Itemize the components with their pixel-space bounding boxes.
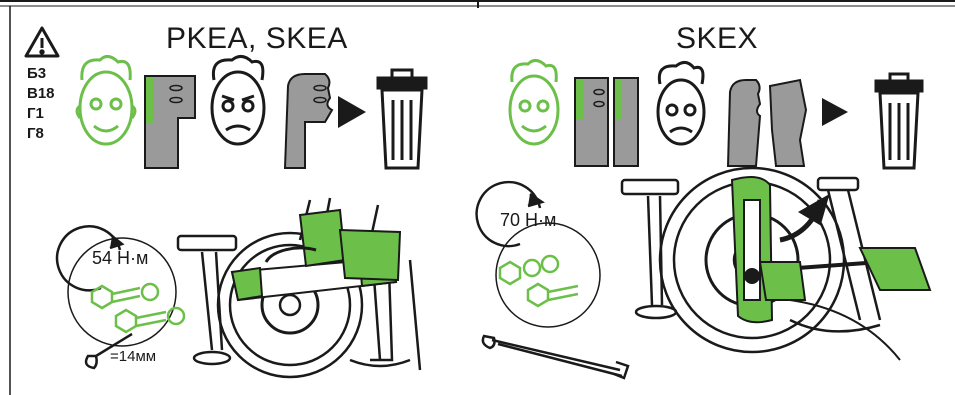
play-arrow-icon-right <box>822 98 848 126</box>
blade-worn-icon <box>285 74 332 168</box>
warning-triangle-icon <box>26 28 58 56</box>
blade-worn-icon-right <box>728 80 806 166</box>
code-item: B18 <box>27 84 55 104</box>
code-item: Г8 <box>27 124 55 144</box>
trash-bin-icon <box>378 70 426 168</box>
code-item: Г1 <box>27 104 55 124</box>
happy-face-icon-right <box>510 60 558 144</box>
wrench-icon-right <box>483 336 628 378</box>
blade-new-icon <box>145 76 195 168</box>
left-torque-label: 54 Н·м <box>92 248 148 269</box>
sad-face-icon <box>212 56 264 144</box>
sad-face-icon-right <box>658 62 704 144</box>
bolts-illustration-right <box>496 223 600 327</box>
right-panel-title: SKEX <box>676 22 758 56</box>
play-arrow-icon <box>338 96 366 128</box>
code-item: Б3 <box>27 64 55 84</box>
trash-bin-icon-right <box>876 74 922 168</box>
right-torque-label: 70 Н·м <box>500 210 556 231</box>
wrench-size-label: =14мм <box>110 348 156 365</box>
happy-face-icon <box>77 56 135 144</box>
code-list: Б3 B18 Г1 Г8 <box>27 64 55 144</box>
left-panel-title: PKEA, SKEA <box>166 22 348 56</box>
blade-new-icon-right <box>575 78 638 166</box>
